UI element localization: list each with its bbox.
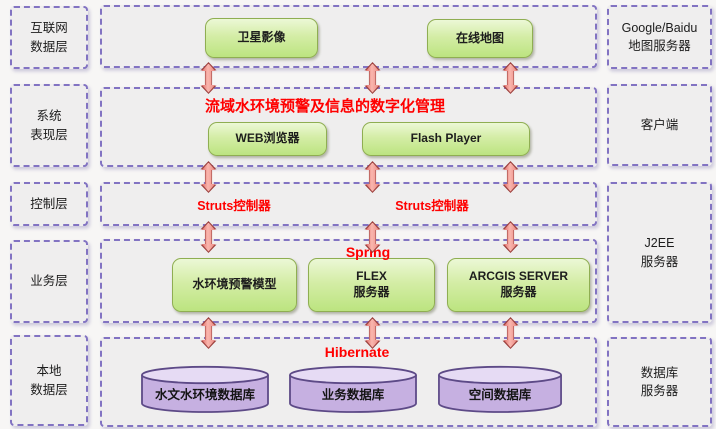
layer-label-business: 业务层 — [10, 240, 88, 323]
database-label: 业务数据库 — [321, 388, 385, 402]
double-arrow-icon — [364, 221, 381, 253]
double-arrow-icon — [200, 62, 217, 94]
database-cylinder-business: 业务数据库 — [288, 365, 418, 414]
layer-label-local-data: 本地 数据层 — [10, 335, 88, 426]
double-arrow-icon — [200, 317, 217, 349]
cylinder-icon — [438, 365, 562, 413]
database-cylinder-hydro: 水文水环境数据库 — [140, 365, 270, 414]
cylinder-icon — [141, 365, 269, 413]
database-cylinder-spatial: 空间数据库 — [437, 365, 563, 414]
double-arrow-icon — [502, 221, 519, 253]
box-flash-player: Flash Player — [362, 122, 530, 156]
database-label: 空间数据库 — [468, 388, 532, 402]
double-arrow-icon — [502, 317, 519, 349]
server-label-client: 客户端 — [607, 84, 712, 166]
double-arrow-icon — [364, 62, 381, 94]
diagram-title: 流域水环境预警及信息的数字化管理 — [204, 98, 445, 115]
label-struts-controller-left: Struts控制器 — [197, 199, 271, 213]
layer-label-control: 控制层 — [10, 182, 88, 226]
box-arcgis-server: ARCGIS SERVER 服务器 — [447, 258, 590, 312]
server-label-j2ee: J2EE 服务器 — [607, 182, 712, 323]
server-label-database: 数据库 服务器 — [607, 337, 712, 427]
layer-label-internet-data: 互联网 数据层 — [10, 6, 88, 69]
box-web-browser: WEB浏览器 — [208, 122, 327, 156]
database-label: 水文水环境数据库 — [154, 388, 255, 402]
label-struts-controller-right: Struts控制器 — [395, 199, 469, 213]
double-arrow-icon — [200, 221, 217, 253]
double-arrow-icon — [364, 317, 381, 349]
double-arrow-icon — [364, 161, 381, 193]
double-arrow-icon — [200, 161, 217, 193]
double-arrow-icon — [502, 62, 519, 94]
layer-label-presentation: 系统 表现层 — [10, 84, 88, 167]
cylinder-icon — [289, 365, 417, 413]
box-water-warning-model: 水环境预警模型 — [172, 258, 297, 312]
server-label-map-server: Google/Baidu 地图服务器 — [607, 5, 712, 69]
box-online-map: 在线地图 — [427, 19, 533, 58]
label-hibernate-framework: Hibernate — [324, 344, 390, 360]
double-arrow-icon — [502, 161, 519, 193]
box-satellite-imagery: 卫星影像 — [205, 18, 318, 58]
box-flex-server: FLEX 服务器 — [308, 258, 435, 312]
